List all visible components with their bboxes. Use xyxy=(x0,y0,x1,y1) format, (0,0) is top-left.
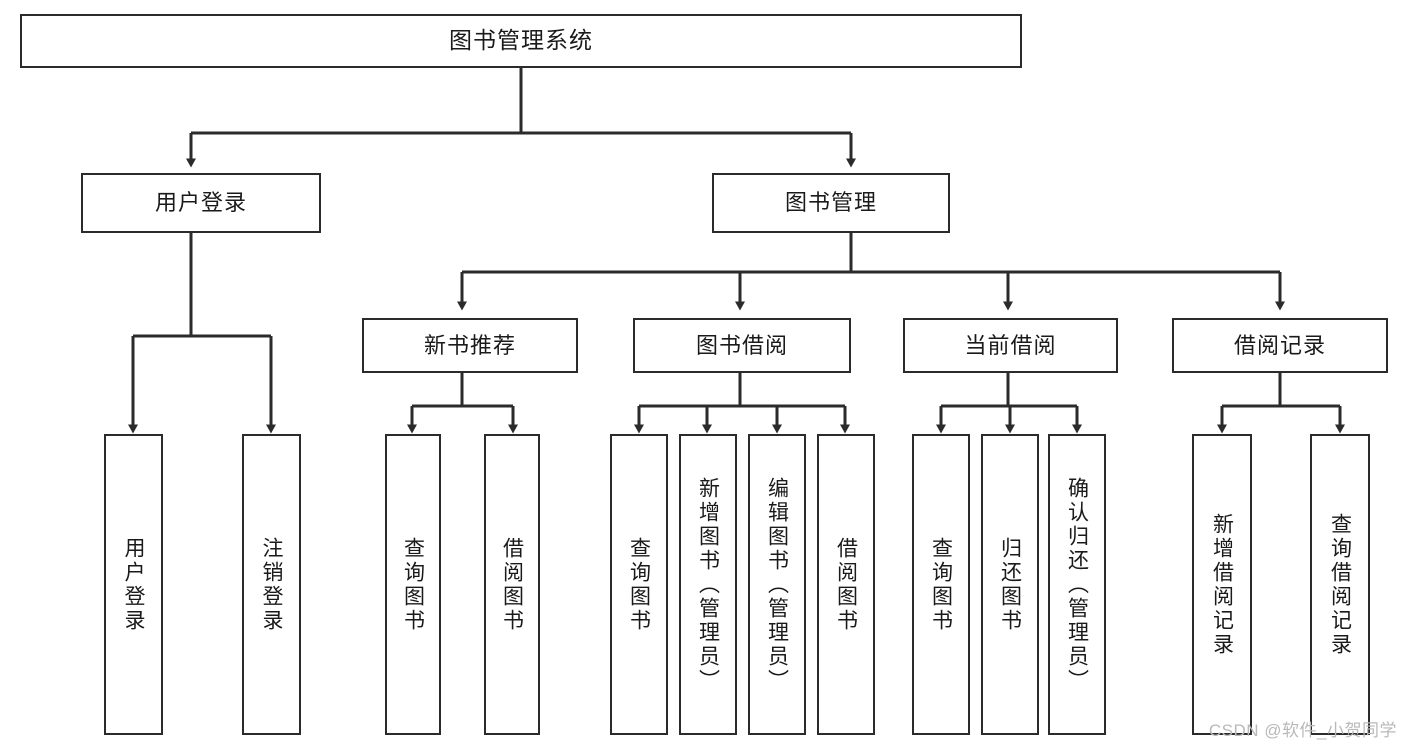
leaf-query-borrow-record[interactable]: 查询借阅记录 xyxy=(1310,434,1370,735)
leaf-query-book-recommend[interactable]: 查询图书 xyxy=(385,434,441,735)
node-label: 借阅图书 xyxy=(500,536,524,633)
node-label: 图书借阅 xyxy=(695,332,788,358)
node-borrow-record[interactable]: 借阅记录 xyxy=(1172,318,1388,373)
node-label: 查询图书 xyxy=(929,536,953,633)
leaf-logout-login[interactable]: 注销登录 xyxy=(242,434,301,735)
node-label: 新增借阅记录 xyxy=(1210,512,1234,657)
leaf-query-book-current[interactable]: 查询图书 xyxy=(912,434,970,735)
node-root-book-management-system[interactable]: 图书管理系统 xyxy=(20,14,1022,68)
node-label: 查询图书 xyxy=(627,536,651,633)
node-book-borrow[interactable]: 图书借阅 xyxy=(633,318,851,373)
leaf-return-book[interactable]: 归还图书 xyxy=(981,434,1039,735)
node-label: 编辑图书（管理员） xyxy=(765,476,789,693)
node-current-borrow[interactable]: 当前借阅 xyxy=(903,318,1118,373)
leaf-query-book-borrow[interactable]: 查询图书 xyxy=(610,434,668,735)
node-label: 用户登录 xyxy=(122,536,145,633)
node-label: 新增图书（管理员） xyxy=(696,476,720,693)
node-user-login[interactable]: 用户登录 xyxy=(81,173,321,233)
leaf-borrow-book-recommend[interactable]: 借阅图书 xyxy=(484,434,540,735)
node-label: 用户登录 xyxy=(154,190,247,216)
node-label: 图书管理系统 xyxy=(449,27,593,54)
leaf-user-login[interactable]: 用户登录 xyxy=(104,434,163,735)
node-book-manage[interactable]: 图书管理 xyxy=(712,173,950,233)
node-new-book-recommend[interactable]: 新书推荐 xyxy=(362,318,578,373)
node-label: 归还图书 xyxy=(998,536,1022,633)
watermark-text: CSDN @软件_小贺同学 xyxy=(1208,721,1397,740)
node-label: 查询图书 xyxy=(401,536,425,633)
leaf-add-borrow-record[interactable]: 新增借阅记录 xyxy=(1192,434,1252,735)
node-label: 注销登录 xyxy=(260,536,283,633)
node-label: 查询借阅记录 xyxy=(1328,512,1352,657)
node-label: 图书管理 xyxy=(784,190,877,216)
leaf-confirm-return-admin[interactable]: 确认归还（管理员） xyxy=(1048,434,1106,735)
leaf-edit-book-admin[interactable]: 编辑图书（管理员） xyxy=(748,434,806,735)
node-label: 当前借阅 xyxy=(964,332,1057,358)
node-label: 借阅图书 xyxy=(834,536,858,633)
node-label: 确认归还（管理员） xyxy=(1065,476,1089,693)
leaf-add-book-admin[interactable]: 新增图书（管理员） xyxy=(679,434,737,735)
leaf-borrow-book[interactable]: 借阅图书 xyxy=(817,434,875,735)
node-label: 借阅记录 xyxy=(1233,332,1326,358)
node-label: 新书推荐 xyxy=(423,332,516,358)
